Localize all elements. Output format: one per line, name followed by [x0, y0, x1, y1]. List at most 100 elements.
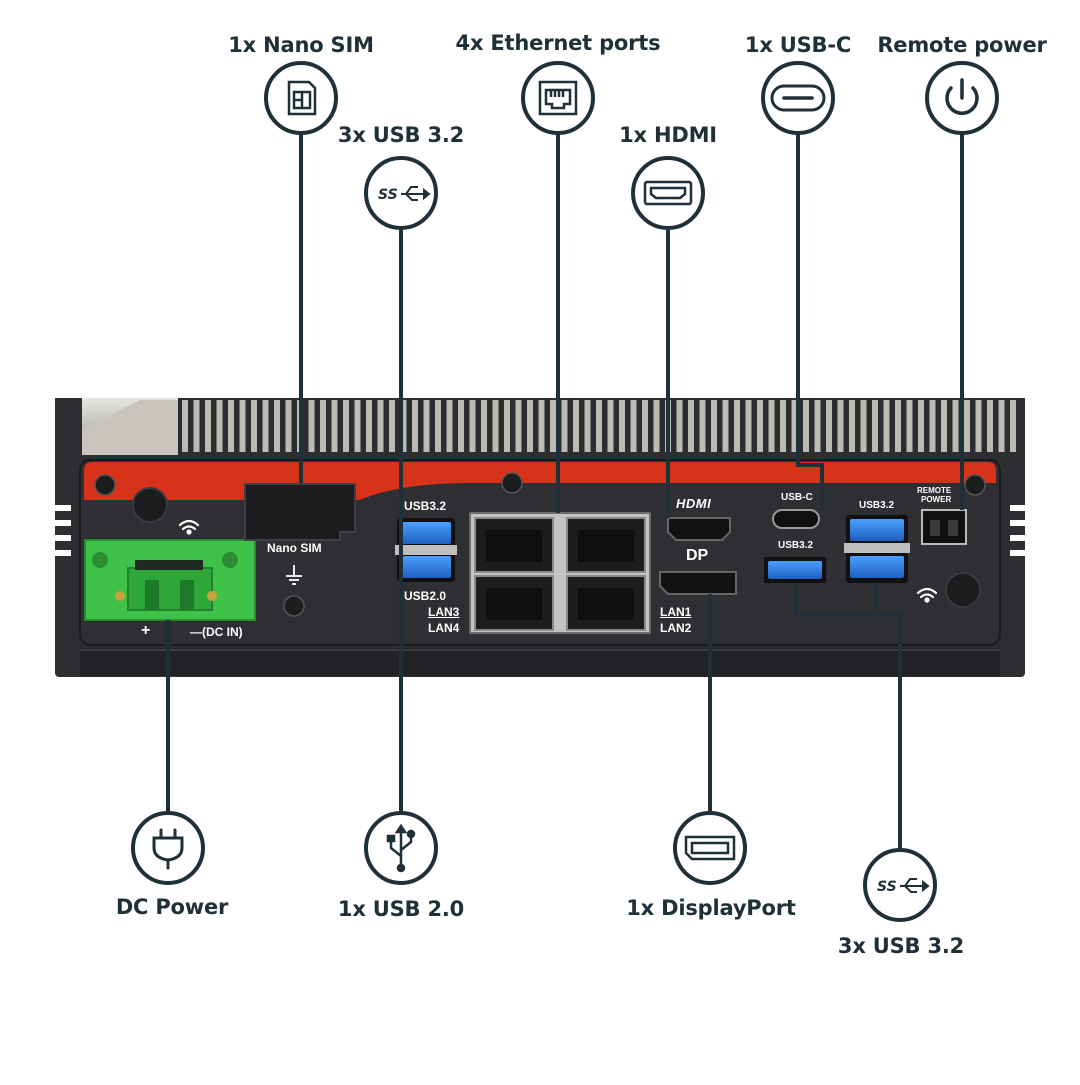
- heatsink-fin: [803, 400, 809, 452]
- heatsink-fin: [757, 400, 763, 452]
- heatsink-fin: [975, 400, 982, 452]
- usb32-left-callout-label: 3x USB 3.2: [337, 123, 465, 147]
- usb20-callout-label: 1x USB 2.0: [337, 897, 465, 921]
- heatsink-fin: [561, 400, 568, 452]
- usb-superspeed-icon: SS: [877, 878, 930, 895]
- leader-lines: [166, 134, 964, 850]
- heatsink-fin: [642, 400, 648, 452]
- heatsink-fin: [228, 400, 234, 452]
- heatsink-fin: [849, 400, 855, 452]
- ground-symbol: [286, 565, 302, 585]
- usb-port: [768, 561, 822, 579]
- panel-label-remote: REMOTE: [917, 486, 952, 495]
- panel-label-usbc: USB-C: [781, 492, 813, 503]
- usb-port-stack-left: [395, 518, 457, 582]
- usb32-right-callout-label: 3x USB 3.2: [837, 934, 965, 958]
- panel-label-nano-sim: Nano SIM: [267, 541, 322, 555]
- heatsink-fin: [515, 400, 522, 452]
- ethernet-callout-circle: [521, 61, 595, 135]
- displayport-icon: [684, 835, 736, 861]
- device-chassis: [55, 398, 1026, 677]
- heatsink-fin: [527, 400, 533, 452]
- panel-label-dp: DP: [686, 547, 709, 564]
- heatsink-fin: [952, 400, 959, 452]
- heatsink-fin: [446, 400, 453, 452]
- panel-label-lan3: LAN3: [428, 605, 460, 619]
- displayport-port: [659, 571, 737, 595]
- heatsink-fin: [929, 400, 936, 452]
- heatsink-fin: [366, 400, 372, 452]
- heatsink-fin: [596, 400, 602, 452]
- heatsink-fin: [860, 400, 867, 452]
- heatsink-fin: [998, 400, 1005, 452]
- nano-sim-callout-label: 1x Nano SIM: [228, 33, 374, 57]
- heatsink-fin: [1010, 400, 1016, 452]
- heatsink-fin: [251, 400, 257, 452]
- heatsink-fin: [435, 400, 441, 452]
- usb-c-port-icon: [770, 84, 826, 112]
- heatsink-fin: [630, 400, 637, 452]
- heatsink-fin: [285, 400, 292, 452]
- panel-label-usb32-right: USB3.2: [859, 500, 895, 511]
- panel-label-lan4: LAN4: [428, 621, 460, 635]
- hdmi-callout-circle: [631, 156, 705, 230]
- sim-card-icon: [287, 80, 317, 116]
- heatsink-fin: [550, 400, 556, 452]
- heatsink-fin: [883, 400, 890, 452]
- heatsink-fin: [469, 400, 476, 452]
- power-plug-icon: [152, 828, 184, 870]
- heatsink-fin: [412, 400, 418, 452]
- heatsink-fin: [895, 400, 901, 452]
- heatsink-fin: [504, 400, 510, 452]
- heatsink-fin: [688, 400, 694, 452]
- heatsink-fin: [711, 400, 717, 452]
- panel-label-usb20: USB2.0: [404, 589, 447, 603]
- heatsink-fin: [423, 400, 430, 452]
- heatsink-fin: [343, 400, 349, 452]
- dc-power-callout-label: DC Power: [115, 895, 229, 919]
- heatsink-fin: [193, 400, 200, 452]
- hdmi-callout-label: 1x HDMI: [619, 123, 717, 147]
- ethernet-port-block: [469, 512, 651, 634]
- heatsink-fin: [791, 400, 798, 452]
- remote-power-callout-label: Remote power: [877, 33, 1047, 57]
- heatsink-fin: [872, 400, 878, 452]
- usb-icon: [386, 823, 416, 873]
- nano-sim-cover: [244, 483, 356, 541]
- heatsink-fin: [458, 400, 464, 452]
- heatsink-fin: [239, 400, 246, 452]
- heatsink-fin: [918, 400, 924, 452]
- ethernet-port-icon: [538, 80, 578, 116]
- panel-label-power: POWER: [921, 495, 952, 504]
- heatsink-fin: [837, 400, 844, 452]
- heatsink-fin: [308, 400, 315, 452]
- heatsink-fin: [205, 400, 211, 452]
- panel-label-dc-minus: —(DC IN): [190, 625, 243, 639]
- hdmi-port: [667, 517, 731, 541]
- panel-label-lan1: LAN1: [660, 605, 692, 619]
- heatsink-fin: [619, 400, 625, 452]
- heatsink-fin: [584, 400, 591, 452]
- antenna-cap: [132, 487, 168, 523]
- heatsink-fin: [492, 400, 499, 452]
- heatsink-fin: [941, 400, 947, 452]
- heatsink-fin: [400, 400, 407, 452]
- usb-superspeed-icon: SS: [378, 186, 431, 203]
- heatsink-fin: [331, 400, 338, 452]
- heatsink-fin: [676, 400, 683, 452]
- dc-power-callout-circle: [131, 811, 205, 885]
- heatsink-fin: [538, 400, 545, 452]
- displayport-callout-label: 1x DisplayPort: [626, 896, 796, 920]
- heatsink-fin: [377, 400, 384, 452]
- ethernet-callout-label: 4x Ethernet ports: [455, 31, 661, 55]
- heatsink-fin: [780, 400, 786, 452]
- heatsink-fin: [607, 400, 614, 452]
- heatsink-fin: [262, 400, 269, 452]
- heatsink-fin: [964, 400, 970, 452]
- svg-text:SS: SS: [378, 187, 398, 203]
- antenna-cap: [945, 572, 981, 608]
- heatsink-fin: [354, 400, 361, 452]
- heatsink-fin: [216, 400, 223, 452]
